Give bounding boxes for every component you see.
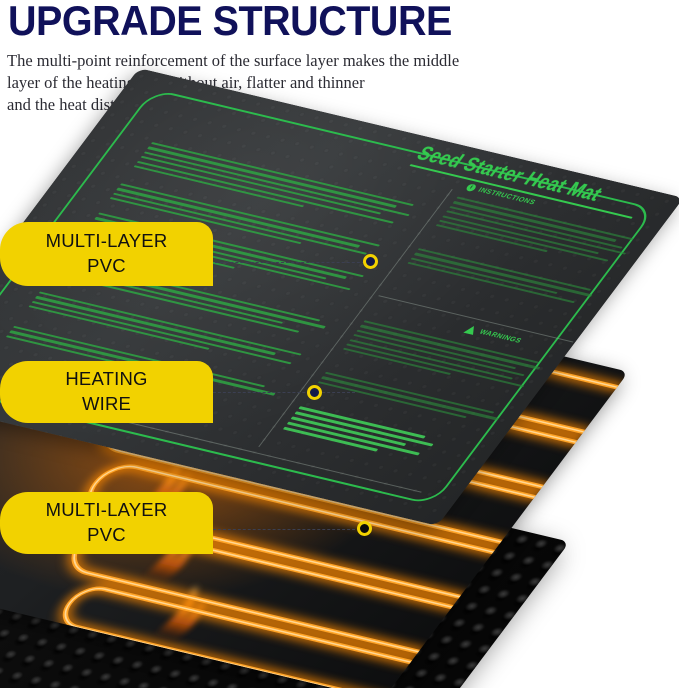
label-line-2: WIRE: [81, 393, 132, 414]
label-line-1: HEATING: [65, 368, 148, 390]
connector-dot-middle: [307, 385, 322, 400]
leader-line-bottom: [203, 529, 365, 530]
label-multi-layer-pvc-top[interactable]: MULTI-LAYER PVC: [0, 222, 213, 286]
connector-dot-top: [363, 254, 378, 269]
do-not-list: [281, 406, 446, 466]
label-line-1: MULTI-LAYER: [45, 499, 168, 521]
label-multi-layer-pvc-bottom[interactable]: MULTI-LAYER PVC: [0, 492, 213, 554]
label-line-2: PVC: [87, 255, 126, 276]
label-line-2: PVC: [87, 524, 126, 545]
leader-line-middle: [203, 392, 355, 393]
connector-dot-bottom: [357, 521, 372, 536]
warnings-heading: WARNINGS: [477, 328, 523, 345]
warning-triangle-icon: [463, 324, 479, 335]
leader-line-top: [205, 262, 370, 263]
page-subtitle: The multi-point reinforcement of the sur…: [7, 51, 460, 114]
label-heating-wire[interactable]: HEATING WIRE: [0, 361, 213, 423]
info-icon: i: [464, 183, 478, 193]
label-line-1: MULTI-LAYER: [45, 230, 168, 252]
page-title: UPGRADE STRUCTURE: [8, 0, 452, 44]
